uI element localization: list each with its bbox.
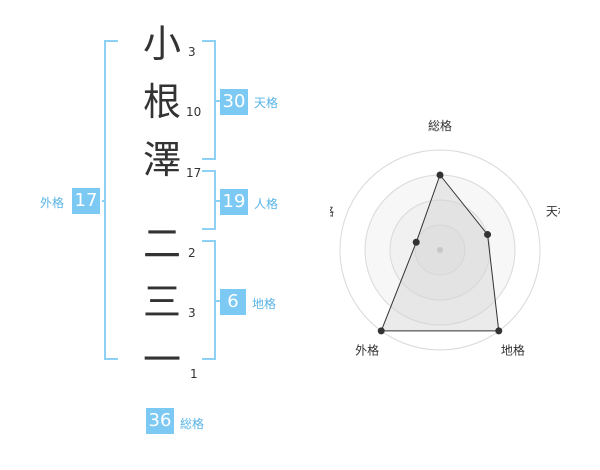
chikaku-tick bbox=[214, 300, 220, 302]
chikaku-label: 地格 bbox=[252, 297, 277, 311]
given-char-2: 三 bbox=[142, 280, 181, 324]
surname-strokes-3: 17 bbox=[186, 166, 202, 180]
tenkaku-label: 天格 bbox=[254, 96, 279, 110]
surname-char-2: 根 bbox=[142, 80, 181, 124]
chikaku-value-badge: 6 bbox=[220, 289, 246, 315]
radar-axis-label-5: 人格 bbox=[330, 204, 334, 219]
given-char-3: 一 bbox=[142, 338, 181, 382]
soukaku-value-badge: 36 bbox=[146, 408, 174, 434]
radar-point-3 bbox=[495, 327, 503, 335]
gaikaku-bracket bbox=[104, 40, 118, 360]
gaikaku-value-badge: 17 bbox=[72, 188, 100, 214]
radar-point-5 bbox=[412, 238, 420, 246]
radar-center-dot bbox=[437, 247, 443, 253]
surname-strokes-1: 3 bbox=[188, 45, 196, 59]
surname-strokes-2: 10 bbox=[186, 105, 202, 119]
radar-chart: 総格天格地格 外格 人格 bbox=[330, 118, 560, 357]
surname-char-3: 澤 bbox=[142, 138, 181, 182]
surname-char-1: 小 bbox=[142, 22, 181, 66]
gaikaku-label: 外格 bbox=[40, 196, 65, 210]
given-strokes-2: 3 bbox=[188, 306, 196, 320]
radar-axis-label-4: 外格 bbox=[355, 342, 379, 357]
radar-point-4 bbox=[377, 327, 385, 335]
radar-point-2 bbox=[484, 231, 492, 239]
radar-axis-label-2: 天格 bbox=[546, 204, 560, 219]
soukaku-label: 総格 bbox=[180, 417, 205, 431]
jinkaku-label: 人格 bbox=[254, 197, 279, 211]
radar-axis-label-1: 総格 bbox=[428, 118, 452, 133]
jinkaku-value-badge: 19 bbox=[220, 189, 248, 215]
radar-axis-label-3: 地格 bbox=[501, 342, 525, 357]
tenkaku-value-badge: 30 bbox=[220, 89, 248, 115]
tenkaku-tick bbox=[214, 100, 220, 102]
radar-point-1 bbox=[436, 171, 444, 179]
jinkaku-tick bbox=[214, 200, 220, 202]
gaikaku-tick bbox=[102, 200, 106, 202]
given-strokes-3: 1 bbox=[190, 367, 198, 381]
given-char-1: 二 bbox=[142, 222, 181, 266]
given-strokes-1: 2 bbox=[188, 246, 196, 260]
